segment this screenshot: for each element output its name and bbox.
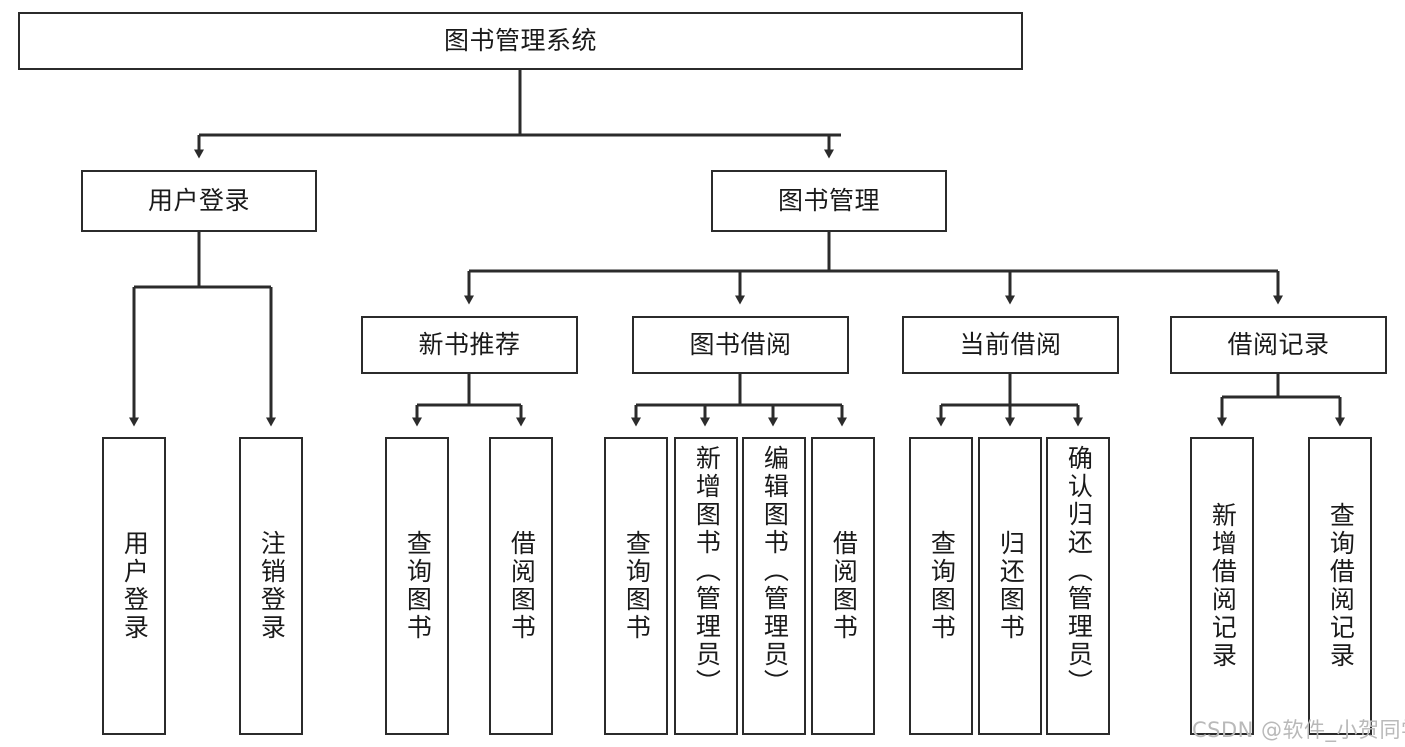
node-leaf-add-borrow-record-label: 新增借阅记录 <box>1208 502 1238 670</box>
node-book-borrow[interactable]: 图书借阅 <box>632 316 849 374</box>
node-leaf-query-book-3[interactable]: 查询图书 <box>909 437 973 735</box>
node-book-borrow-label: 图书借阅 <box>689 329 792 359</box>
node-leaf-return-book[interactable]: 归还图书 <box>978 437 1042 735</box>
node-leaf-logout-label: 注销登录 <box>257 530 287 642</box>
node-leaf-borrow-book-2[interactable]: 借阅图书 <box>811 437 875 735</box>
node-leaf-borrow-book-2-label: 借阅图书 <box>829 530 859 642</box>
watermark-text: CSDN @软件_小贺同学 <box>1192 718 1405 742</box>
node-leaf-query-borrow-record-label: 查询借阅记录 <box>1326 502 1356 670</box>
node-leaf-add-book-admin-label: 新增图书（管理员） <box>692 445 722 697</box>
node-current-borrow[interactable]: 当前借阅 <box>902 316 1119 374</box>
node-user-login-label: 用户登录 <box>147 185 250 215</box>
node-leaf-edit-book-admin-label: 编辑图书（管理员） <box>760 445 790 697</box>
node-leaf-query-borrow-record[interactable]: 查询借阅记录 <box>1308 437 1372 735</box>
node-leaf-query-book-2[interactable]: 查询图书 <box>604 437 668 735</box>
node-leaf-add-borrow-record[interactable]: 新增借阅记录 <box>1190 437 1254 735</box>
node-leaf-confirm-return-admin-label: 确认归还（管理员） <box>1064 445 1094 697</box>
node-root[interactable]: 图书管理系统 <box>18 12 1023 70</box>
node-leaf-borrow-book-1[interactable]: 借阅图书 <box>489 437 553 735</box>
node-leaf-query-book-2-label: 查询图书 <box>622 530 652 642</box>
node-leaf-query-book-1[interactable]: 查询图书 <box>385 437 449 735</box>
node-leaf-user-login[interactable]: 用户登录 <box>102 437 166 735</box>
node-leaf-return-book-label: 归还图书 <box>996 530 1026 642</box>
node-leaf-logout[interactable]: 注销登录 <box>239 437 303 735</box>
node-book-manage[interactable]: 图书管理 <box>711 170 947 232</box>
node-book-manage-label: 图书管理 <box>777 185 880 215</box>
node-leaf-add-book-admin[interactable]: 新增图书（管理员） <box>674 437 738 735</box>
node-borrow-record-label: 借阅记录 <box>1227 329 1330 359</box>
node-leaf-query-book-1-label: 查询图书 <box>403 530 433 642</box>
node-current-borrow-label: 当前借阅 <box>959 329 1062 359</box>
node-new-book-recommend-label: 新书推荐 <box>418 329 521 359</box>
node-leaf-user-login-label: 用户登录 <box>120 530 150 642</box>
node-user-login[interactable]: 用户登录 <box>81 170 317 232</box>
node-leaf-confirm-return-admin[interactable]: 确认归还（管理员） <box>1046 437 1110 735</box>
node-root-label: 图书管理系统 <box>443 25 597 55</box>
node-leaf-borrow-book-1-label: 借阅图书 <box>507 530 537 642</box>
node-leaf-query-book-3-label: 查询图书 <box>927 530 957 642</box>
node-borrow-record[interactable]: 借阅记录 <box>1170 316 1387 374</box>
node-leaf-edit-book-admin[interactable]: 编辑图书（管理员） <box>742 437 806 735</box>
node-new-book-recommend[interactable]: 新书推荐 <box>361 316 578 374</box>
